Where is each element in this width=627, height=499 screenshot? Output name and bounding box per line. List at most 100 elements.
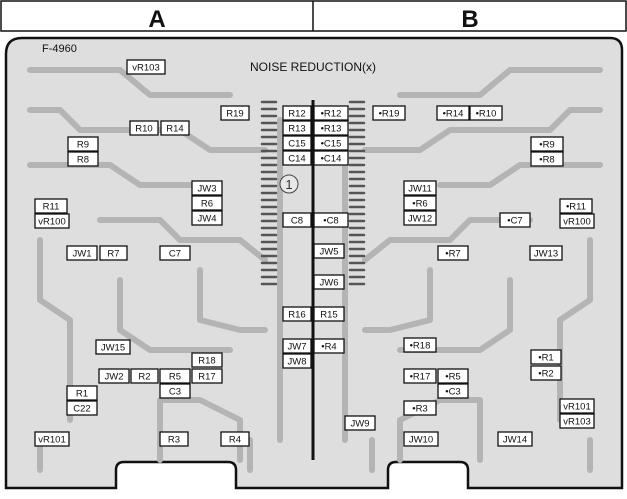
component-text: JW12: [408, 214, 432, 225]
component-text: JW13: [534, 249, 558, 260]
component-jw6: JW6: [313, 274, 345, 290]
component-text: JW9: [351, 419, 370, 430]
component-text: R9: [77, 140, 89, 151]
component-box: [403, 431, 439, 447]
component-box: [220, 105, 250, 121]
component-box: [313, 120, 349, 136]
component-text: •C8: [323, 216, 338, 227]
component-text: JW11: [408, 184, 432, 195]
component-box: [282, 135, 312, 151]
component-text: R19: [226, 109, 243, 120]
component-box: [282, 120, 312, 136]
component-text: R15: [320, 310, 337, 321]
component-r10-a: R10: [129, 120, 159, 136]
component-text: JW3: [198, 184, 217, 195]
component-text: C15: [288, 139, 305, 150]
component-vr101-b: vR101: [559, 398, 595, 414]
component-text: •R9: [539, 140, 554, 151]
component-text: R13: [288, 124, 305, 135]
component-r12-b: •R12: [313, 105, 349, 121]
component-jw8: JW8: [282, 353, 312, 369]
component-text: C14: [288, 154, 305, 165]
component-text: •R1: [538, 353, 553, 364]
component-text: R8: [77, 155, 89, 166]
component-r13-b: •R13: [313, 120, 349, 136]
component-r7-a: R7: [99, 245, 128, 261]
component-box: [220, 431, 250, 447]
component-box: [67, 151, 99, 167]
component-jw1: JW1: [66, 245, 98, 261]
component-text: •R17: [410, 372, 431, 383]
component-r19-a: R19: [220, 105, 250, 121]
component-box: [282, 105, 312, 121]
component-box: [34, 198, 68, 214]
component-vr103-a: vR103: [126, 59, 166, 75]
component-box: [469, 105, 503, 121]
reference-number: 1: [285, 177, 292, 192]
component-c7-b: •C7: [499, 212, 531, 228]
component-box: [403, 368, 437, 384]
board-model-label: F-4960: [42, 43, 77, 55]
component-text: R5: [169, 372, 181, 383]
component-r10-b: •R10: [469, 105, 503, 121]
component-text: •R12: [321, 109, 342, 120]
component-box: [313, 135, 349, 151]
component-text: vR103: [563, 417, 590, 428]
component-text: •R2: [538, 369, 553, 380]
component-box: [130, 368, 159, 384]
component-text: JW6: [320, 278, 339, 289]
component-jw4: JW4: [191, 210, 223, 226]
component-box: [344, 415, 376, 431]
component-r15: R15: [313, 306, 345, 322]
component-r2-a: R2: [130, 368, 159, 384]
component-box: [282, 212, 312, 228]
component-jw2: JW2: [98, 368, 130, 384]
component-r3-b: •R3: [403, 400, 437, 416]
component-jw5: JW5: [313, 243, 345, 259]
component-r12-a: R12: [282, 105, 312, 121]
component-box: [99, 245, 128, 261]
component-jw12: JW12: [403, 210, 437, 226]
component-text: •R8: [539, 155, 554, 166]
component-text: vR100: [563, 217, 590, 228]
component-box: [159, 245, 191, 261]
component-box: [313, 338, 345, 354]
component-jw15: JW15: [95, 339, 131, 355]
component-r17-b: •R17: [403, 368, 437, 384]
component-text: JW10: [409, 435, 433, 446]
component-box: [191, 210, 223, 226]
component-text: R16: [288, 310, 305, 321]
component-box: [559, 213, 595, 229]
component-box: [129, 120, 159, 136]
component-text: C8: [291, 216, 303, 227]
component-text: •R14: [443, 109, 464, 120]
component-box: [66, 245, 98, 261]
column-a-label: A: [148, 6, 165, 33]
component-jw14: JW14: [497, 431, 533, 447]
component-box: [160, 120, 190, 136]
component-r4-a: R4: [220, 431, 250, 447]
component-box: [497, 431, 533, 447]
component-text: JW7: [288, 342, 307, 353]
component-text: R14: [166, 124, 183, 135]
component-box: [313, 274, 345, 290]
component-c3-a: C3: [159, 383, 191, 399]
component-r18-a: R18: [191, 352, 223, 368]
component-r19-b: •R19: [372, 105, 406, 121]
component-box: [403, 337, 437, 353]
component-r7-b: •R7: [437, 245, 469, 261]
component-r1-b: •R1: [530, 349, 562, 365]
component-box: [191, 352, 223, 368]
component-vr103-b: vR103: [559, 413, 595, 429]
component-c15-b: •C15: [313, 135, 349, 151]
component-c8-a: C8: [282, 212, 312, 228]
component-box: [437, 368, 469, 384]
component-box: [191, 195, 223, 211]
component-box: [530, 365, 562, 381]
component-jw3: JW3: [191, 180, 223, 196]
component-r1-a: R1: [66, 385, 98, 401]
component-text: vR100: [38, 217, 65, 228]
component-box: [126, 59, 166, 75]
